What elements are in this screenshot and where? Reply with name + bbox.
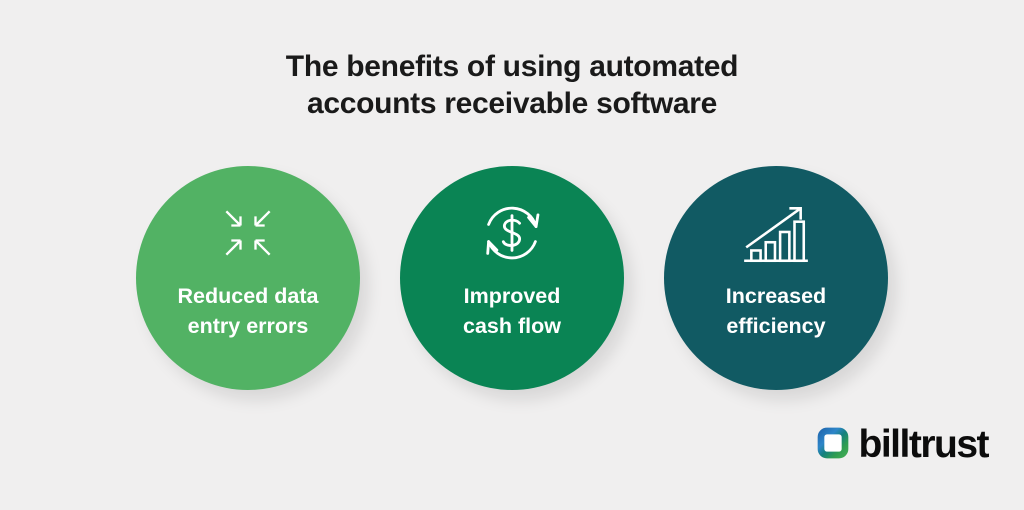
benefit-label-line-1: Reduced data <box>177 284 319 308</box>
benefits-row: Reduced data entry errors <box>136 166 888 390</box>
billtrust-logo: billtrust <box>817 423 989 467</box>
title-line-1: The benefits of using automated <box>285 50 739 83</box>
benefit-label: Increased efficiency <box>726 281 826 341</box>
benefit-label-line-1: Improved <box>463 284 561 308</box>
benefit-label-line-1: Increased <box>725 284 827 308</box>
benefit-label-line-2: cash flow <box>463 314 561 338</box>
benefit-label: Reduced data entry errors <box>178 281 319 341</box>
benefit-label-line-2: entry errors <box>187 314 309 338</box>
billtrust-wordmark: billtrust <box>858 423 990 466</box>
money-cycle-icon <box>473 194 551 272</box>
benefit-circle-reduced-data-entry-errors: Reduced data entry errors <box>136 166 360 390</box>
benefit-label-line-2: efficiency <box>726 314 826 338</box>
billtrust-logo-mark-icon <box>817 427 849 464</box>
growth-chart-icon <box>739 194 813 272</box>
benefit-circle-increased-efficiency: Increased efficiency <box>664 166 888 390</box>
benefit-circle-improved-cash-flow: Improved cash flow <box>400 166 624 390</box>
collapse-arrows-icon <box>218 194 278 272</box>
page-title: The benefits of using automated accounts… <box>0 48 1024 122</box>
title-line-2: accounts receivable software <box>306 87 718 120</box>
benefit-label: Improved cash flow <box>463 281 561 341</box>
